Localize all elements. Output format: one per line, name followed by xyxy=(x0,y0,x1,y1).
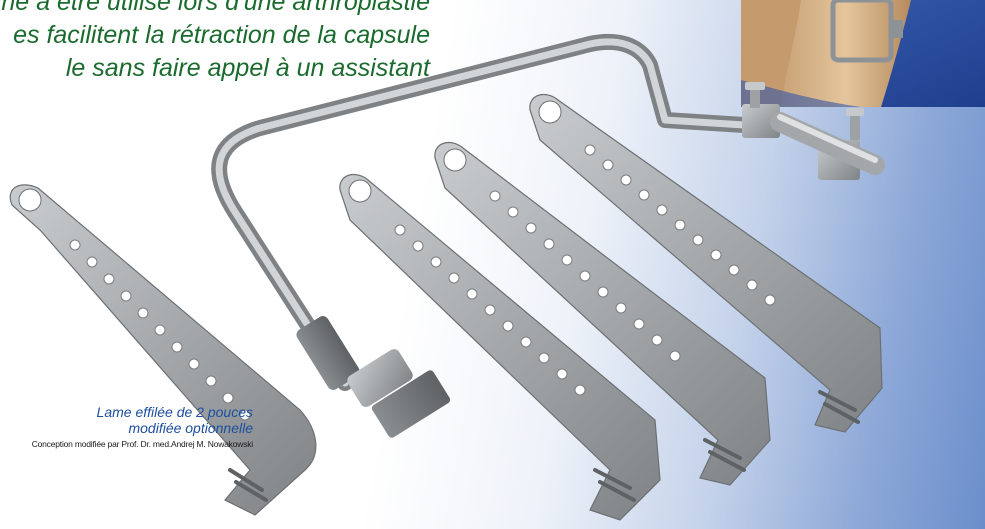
product-headline: stiné à être utilisé lors d'une arthropl… xyxy=(0,0,430,85)
headline-line-1: stiné à être utilisé lors d'une arthropl… xyxy=(0,0,430,16)
usage-photo-illustration xyxy=(741,0,985,107)
headline-line-2: es facilitent la rétraction de la capsul… xyxy=(13,21,430,49)
caption-credit: Conception modifiée par Prof. Dr. med.An… xyxy=(31,439,254,449)
blade-teeth xyxy=(228,390,860,502)
caption-title: Lame effilée de 2 pouces modifiée option… xyxy=(3,404,253,436)
caption-title-line-2: modifiée optionnelle xyxy=(128,420,253,436)
headline-line-3: le sans faire appel à un assistant xyxy=(65,54,430,82)
retractor-frame xyxy=(211,33,885,438)
blade-holes xyxy=(69,144,776,421)
blade-medium xyxy=(339,173,661,521)
blade-tapered xyxy=(9,184,317,516)
blade-caption: Lame effilée de 2 pouces modifiée option… xyxy=(4,404,259,524)
blade-long xyxy=(434,141,771,486)
caption-title-line-1: Lame effilée de 2 pouces xyxy=(96,404,253,420)
blade-extra-long xyxy=(529,93,883,433)
usage-photo xyxy=(741,0,985,107)
